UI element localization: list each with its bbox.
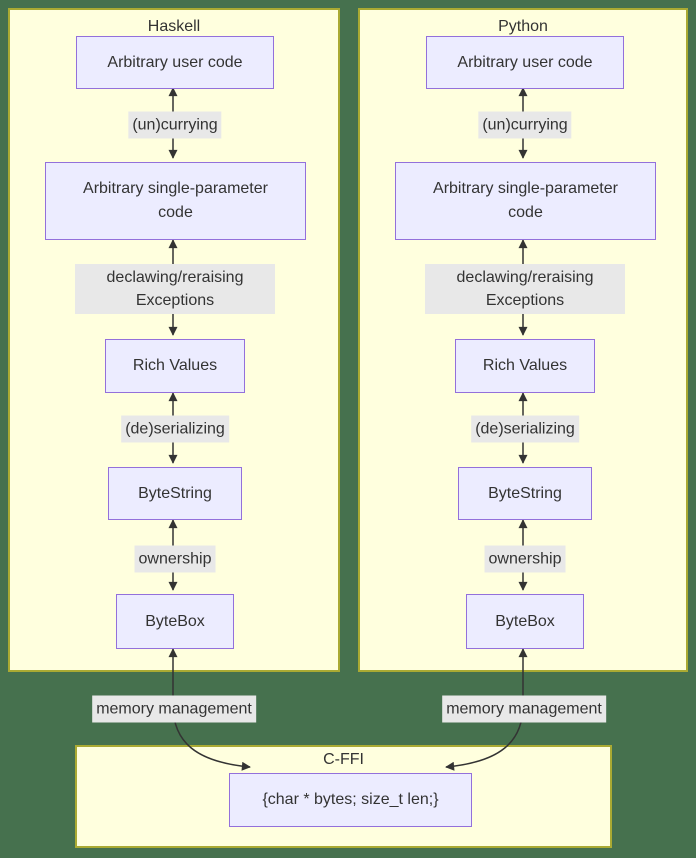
- edge-label-haskell-memory-management: memory management: [92, 695, 256, 723]
- node-cffi-struct: {char * bytes; size_t len;}: [229, 773, 472, 827]
- node-label: ByteString: [138, 484, 212, 502]
- edge-label-haskell-uncurrying: (un)currying: [128, 111, 222, 139]
- cluster-cffi-title: C-FFI: [323, 751, 364, 768]
- node-python-bytebox: ByteBox: [466, 594, 584, 649]
- edge-label-python-exceptions: declawing/reraising Exceptions: [425, 264, 625, 314]
- node-haskell-single-parameter-code: Arbitrary single-parameter code: [45, 162, 306, 240]
- node-haskell-rich-values: Rich Values: [105, 339, 245, 393]
- edge-label-python-uncurrying: (un)currying: [478, 111, 572, 139]
- cluster-haskell: Haskell Arbitrary user code (un)currying…: [8, 8, 340, 672]
- edge-label-haskell-deserializing: (de)serializing: [121, 415, 229, 443]
- node-python-arbitrary-user-code: Arbitrary user code: [426, 36, 624, 89]
- node-label: Arbitrary single-parameter code: [83, 180, 268, 221]
- edge-label-python-deserializing: (de)serializing: [471, 415, 579, 443]
- edge-label-python-ownership: ownership: [484, 545, 566, 573]
- node-haskell-arbitrary-user-code: Arbitrary user code: [76, 36, 274, 89]
- node-haskell-bytebox: ByteBox: [116, 594, 234, 649]
- node-label: ByteBox: [145, 612, 205, 630]
- node-haskell-bytestring: ByteString: [108, 467, 242, 520]
- node-label: ByteString: [488, 484, 562, 502]
- node-label: Arbitrary single-parameter code: [433, 180, 618, 221]
- node-label: ByteBox: [495, 612, 555, 630]
- edge-label-python-memory-management: memory management: [442, 695, 606, 723]
- cluster-python: Python Arbitrary user code (un)currying …: [358, 8, 688, 672]
- node-label: Rich Values: [132, 357, 218, 374]
- node-python-single-parameter-code: Arbitrary single-parameter code: [395, 162, 656, 240]
- edge-label-haskell-ownership: ownership: [134, 545, 216, 573]
- cluster-python-title: Python: [498, 18, 548, 35]
- node-label: Arbitrary user code: [107, 53, 243, 71]
- cluster-cffi: C-FFI {char * bytes; size_t len;}: [75, 745, 612, 848]
- node-label: Rich Values: [482, 357, 568, 374]
- node-label: {char * bytes; size_t len;}: [262, 791, 439, 808]
- node-python-bytestring: ByteString: [458, 467, 592, 520]
- edge-label-haskell-exceptions: declawing/reraising Exceptions: [75, 264, 275, 314]
- cluster-haskell-title: Haskell: [147, 18, 201, 35]
- node-label: Arbitrary user code: [457, 53, 593, 71]
- node-python-rich-values: Rich Values: [455, 339, 595, 393]
